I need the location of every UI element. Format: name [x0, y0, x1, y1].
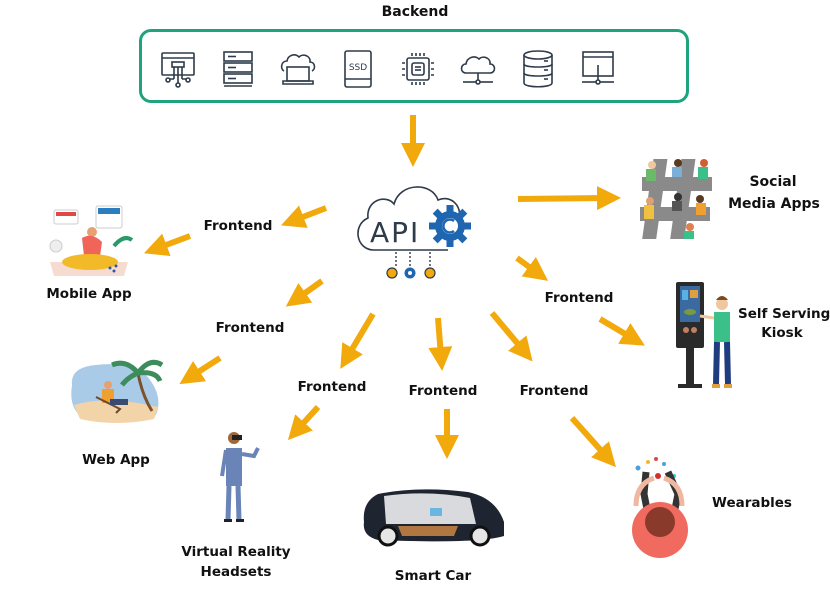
smart-car-illustration: [358, 482, 508, 554]
social-label-line2: Media Apps: [728, 196, 820, 212]
arrow-frontend-2-to-web: [179, 355, 222, 385]
ssd-drive-icon: SSD: [338, 49, 378, 89]
kiosk-label-line2: Kiosk: [761, 325, 803, 341]
svg-text:API: API: [370, 216, 420, 249]
web-app-label: Web App: [82, 452, 150, 468]
server-rack-icon: [218, 49, 258, 89]
cpu-chip-icon: [398, 49, 438, 89]
backend-container: SSD: [139, 29, 689, 103]
database-icon: [518, 49, 558, 89]
cloud-laptop-icon: [278, 49, 318, 89]
frontend-label-car: Frontend: [408, 383, 478, 399]
api-cloud-gear-icon: API: [352, 170, 478, 282]
frontend-label-mobile: Frontend: [203, 218, 273, 234]
frontend-label-vr: Frontend: [297, 379, 367, 395]
monitor-network-icon: [578, 49, 618, 89]
social-media-illustration: [640, 155, 718, 241]
arrow-frontend-3-to-vr: [287, 404, 321, 441]
frontend-label-wearables: Frontend: [519, 383, 589, 399]
arrow-api-to-frontend-2: [285, 278, 324, 307]
kiosk-label-line1: Self Serving: [738, 306, 830, 322]
arrow-api-to-frontend-6: [515, 255, 549, 281]
svg-text:SSD: SSD: [349, 63, 367, 73]
smart-car-label: Smart Car: [394, 568, 472, 584]
mobile-app-illustration: [44, 204, 136, 280]
vr-label-line1: Virtual Reality: [181, 544, 291, 560]
web-app-illustration: [66, 355, 164, 427]
arrow-frontend-6-to-kiosk: [598, 316, 645, 346]
frontend-label-kiosk: Frontend: [544, 290, 614, 306]
cloud-network-icon: [458, 49, 498, 89]
arrow-api-to-frontend-5: [489, 311, 533, 362]
arrow-api-to-social: [517, 186, 621, 211]
mobile-app-label: Mobile App: [46, 286, 132, 302]
kiosk-illustration: [672, 280, 738, 392]
arrow-api-to-frontend-4: [428, 317, 453, 371]
backend-title: Backend: [381, 4, 449, 20]
arrow-api-to-frontend-1: [281, 205, 328, 228]
frontend-label-web: Frontend: [215, 320, 285, 336]
arrow-frontend-1-to-mobile: [143, 233, 192, 257]
arrow-frontend-5-to-wearables: [569, 415, 617, 468]
arrow-api-to-frontend-3: [340, 312, 376, 369]
vr-headset-illustration: [218, 428, 268, 524]
server-network-icon: [158, 49, 198, 89]
wearables-illustration: [624, 454, 696, 558]
wearables-label: Wearables: [712, 495, 792, 511]
social-label-line1: Social: [749, 174, 797, 190]
vr-label-line2: Headsets: [200, 564, 272, 580]
